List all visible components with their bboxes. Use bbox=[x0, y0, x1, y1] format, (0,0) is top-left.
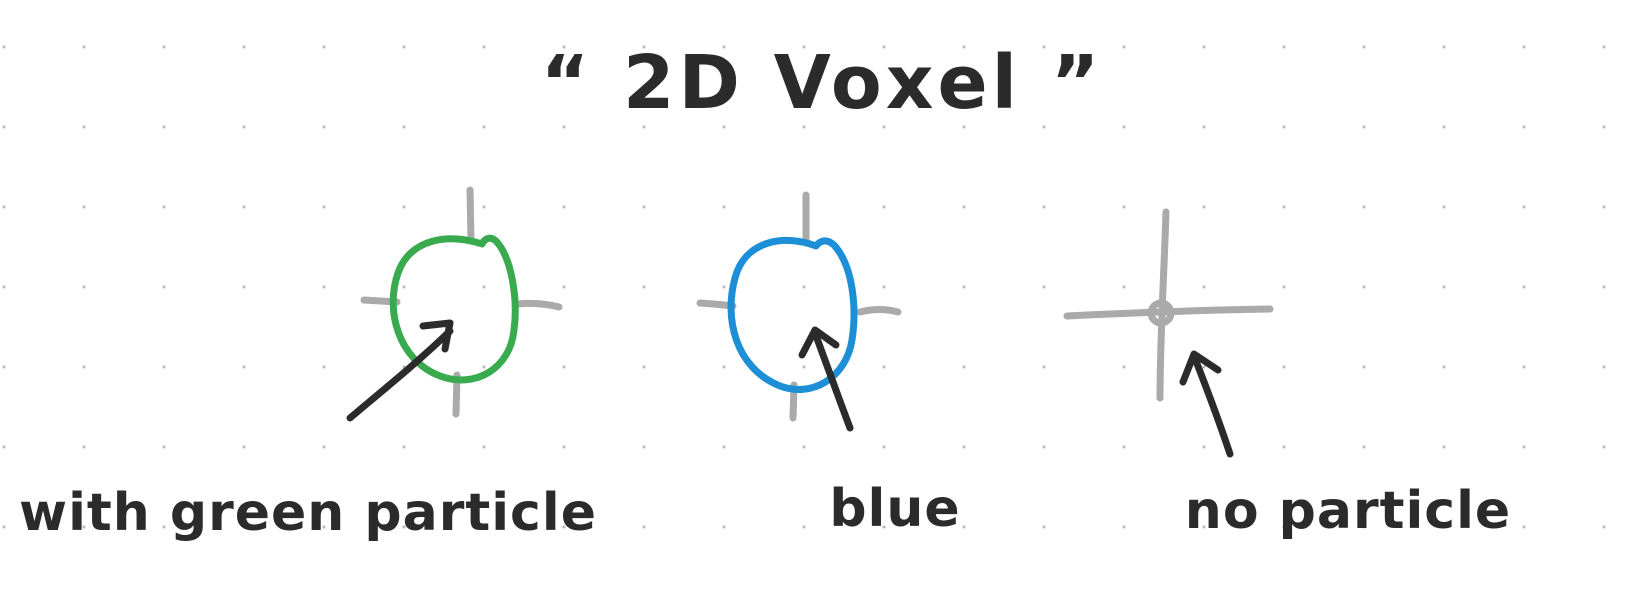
voxel-empty-label: no particle bbox=[1185, 481, 1511, 541]
voxel-blue-line-right bbox=[856, 306, 902, 316]
voxel-green-particle-circle bbox=[389, 234, 519, 384]
voxel-green-arrow-head bbox=[419, 319, 454, 353]
voxel-blue-arrow-head bbox=[798, 326, 840, 359]
voxel-empty-arrow-head bbox=[1179, 350, 1222, 386]
voxel-empty-arrow bbox=[1179, 350, 1234, 458]
voxel-green-arrow bbox=[346, 319, 454, 422]
voxel-green-arrow-shaft bbox=[346, 327, 454, 422]
voxel-green-label: with green particle bbox=[19, 483, 597, 543]
voxel-green-line-right bbox=[514, 299, 563, 311]
voxel-blue-arrow bbox=[798, 326, 854, 432]
voxel-empty-line-vertical bbox=[1156, 208, 1170, 402]
voxel-blue-particle-circle bbox=[727, 236, 858, 393]
voxel-empty-grid-lines bbox=[1063, 208, 1274, 402]
voxel-empty-line-horizontal bbox=[1063, 305, 1274, 320]
diagram-title: “ 2D Voxel ” bbox=[541, 40, 1104, 126]
voxel-green: with green particle bbox=[19, 186, 597, 543]
voxel-empty: no particle bbox=[1063, 208, 1511, 541]
voxel-blue-arrow-shaft bbox=[811, 329, 854, 432]
voxel-green-line-top bbox=[466, 186, 475, 244]
voxel-empty-center-node bbox=[1147, 299, 1175, 327]
voxel-empty-arrow-shaft bbox=[1190, 352, 1234, 458]
voxel-blue-label: blue bbox=[829, 479, 960, 539]
voxel-blue: blue bbox=[696, 191, 960, 539]
